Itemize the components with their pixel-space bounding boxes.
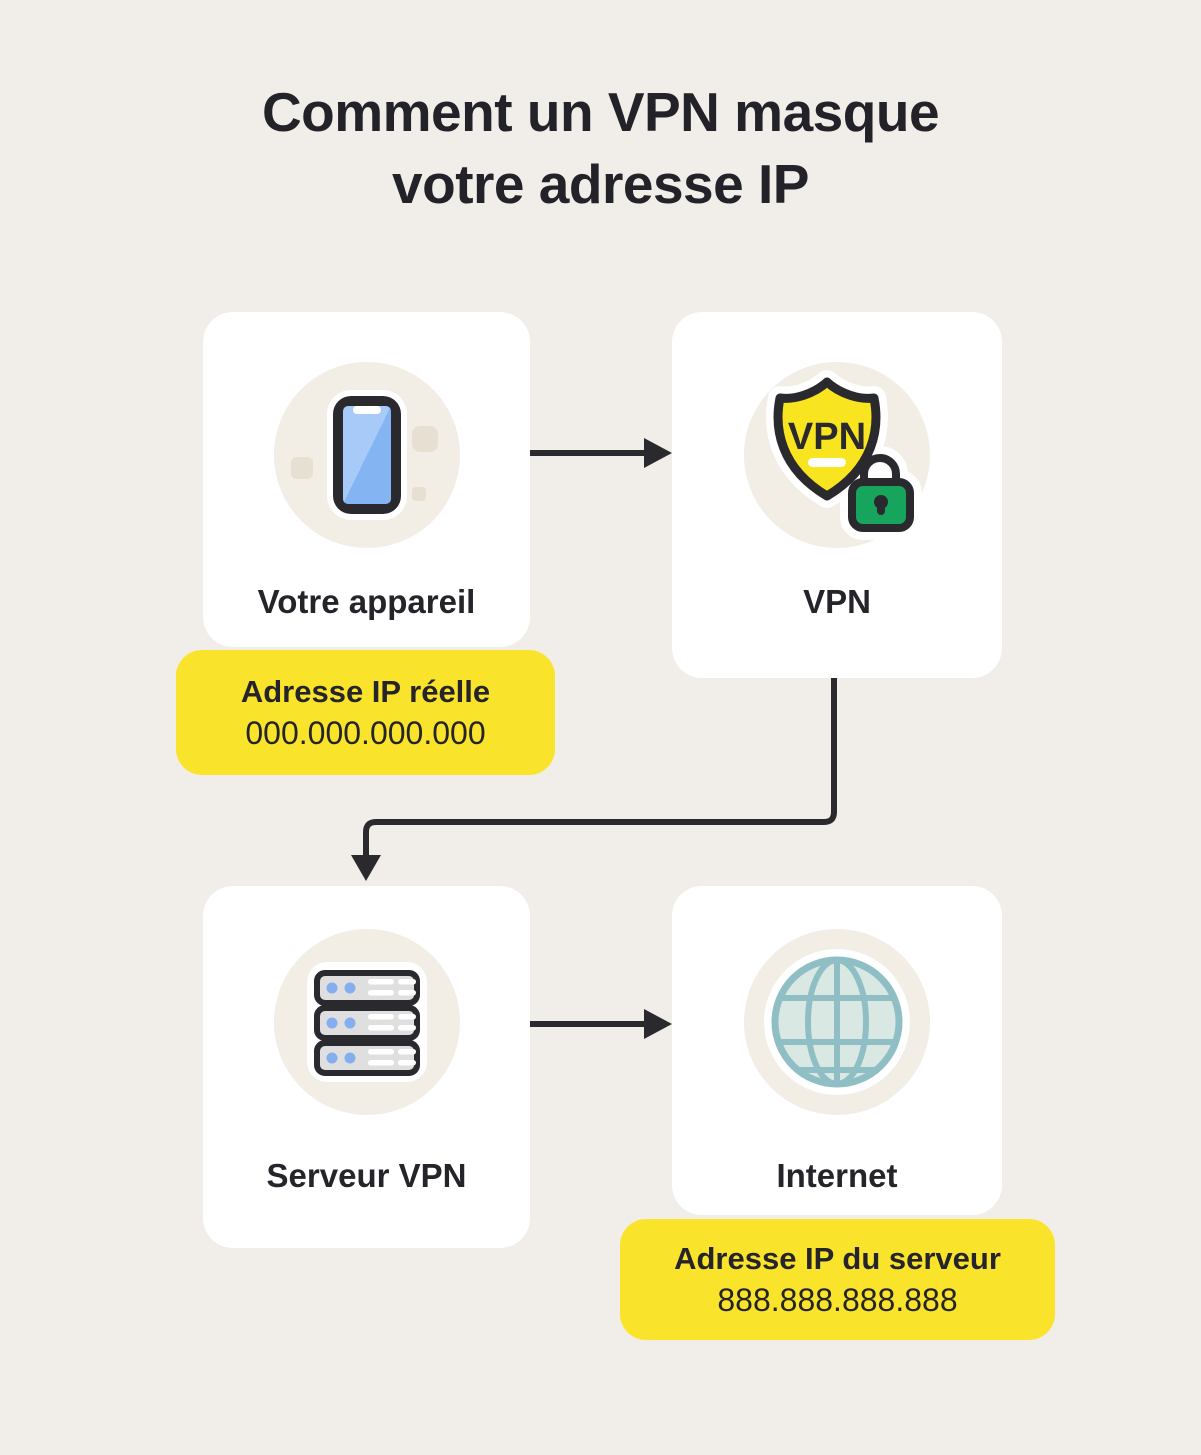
page-title: Comment un VPN masque votre adresse IP [0, 76, 1201, 220]
badge-server-ip: Adresse IP du serveur 888.888.888.888 [620, 1219, 1055, 1340]
deco-square [291, 457, 313, 479]
arrow-device-to-vpn [530, 438, 672, 468]
arrow-vpn-to-server [351, 678, 837, 881]
deco-square [412, 426, 438, 452]
device-icon-circle [273, 362, 460, 548]
badge-server-ip-title: Adresse IP du serveur [674, 1241, 1001, 1276]
card-device: Votre appareil [203, 312, 530, 647]
page-title-line2: votre adresse IP [392, 153, 809, 215]
card-internet-label: Internet [776, 1157, 898, 1194]
deco-square [412, 487, 426, 501]
card-vpn: VPN VPN [672, 312, 1002, 678]
card-internet: Internet [672, 886, 1002, 1215]
lock-icon [848, 454, 914, 532]
badge-real-ip-title: Adresse IP réelle [240, 674, 491, 709]
vpn-shield-text: VPN [788, 416, 866, 458]
smartphone-icon [326, 390, 407, 520]
card-device-label: Votre appareil [257, 583, 476, 620]
server-stack-icon [306, 962, 427, 1082]
vpn-icon-circle: VPN [744, 362, 930, 548]
arrow-server-to-internet [530, 1009, 672, 1039]
globe-icon [764, 949, 910, 1095]
vpn-shield-lock-icon: VPN [766, 370, 922, 540]
badge-real-ip-value: 000.000.000.000 [245, 715, 486, 751]
server-icon-circle [273, 929, 460, 1115]
badge-server-ip-value: 888.888.888.888 [717, 1282, 958, 1318]
card-server: Serveur VPN [203, 886, 530, 1248]
card-vpn-label: VPN [803, 583, 871, 620]
internet-icon-circle [744, 929, 930, 1115]
card-server-label: Serveur VPN [266, 1157, 467, 1194]
badge-real-ip: Adresse IP réelle 000.000.000.000 [176, 650, 555, 775]
page-title-line1: Comment un VPN masque [261, 81, 940, 143]
